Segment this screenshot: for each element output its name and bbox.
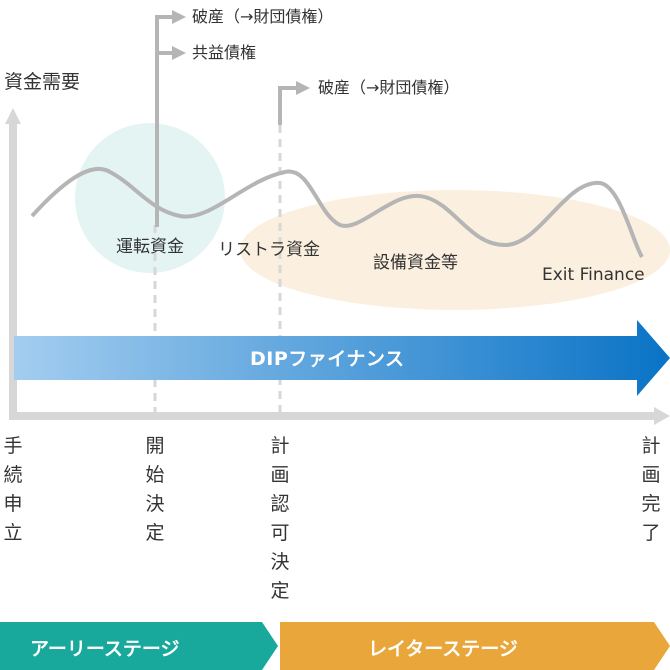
- milestone-filing: 手続申立: [3, 435, 23, 544]
- equipment-funds-label: 設備資金等: [373, 253, 458, 273]
- restructuring-ellipse: [240, 190, 670, 310]
- funding-demand-curve: [30, 166, 644, 259]
- bankruptcy-1-arrowhead: [172, 10, 186, 24]
- y-axis-title: 資金需要: [4, 71, 81, 93]
- bankruptcy-label-2: 破産（→財団債権）: [318, 78, 460, 97]
- dip-finance-arrow: [14, 320, 670, 396]
- x-axis-arrowhead: [654, 407, 670, 425]
- y-axis-line: [9, 122, 17, 420]
- common-benefit-label: 共益債権: [192, 43, 257, 62]
- bankruptcy-2-connector: [278, 86, 296, 125]
- bankruptcy-1-connector: [155, 15, 172, 227]
- late-stage-label: レイターステージ: [368, 638, 518, 660]
- milestone-plan-approval: 計画認可決定: [270, 435, 290, 602]
- early-stage-bar: [0, 622, 278, 670]
- x-axis-line: [9, 412, 657, 420]
- bankruptcy-label-1: 破産（→財団債権）: [192, 7, 334, 26]
- late-stage-bar: [280, 622, 670, 670]
- operating-funds-circle: [75, 123, 225, 273]
- milestone-start-decision: 開始決定: [145, 435, 165, 544]
- exit-finance-label: Exit Finance: [542, 265, 645, 285]
- dip-finance-label: DIPファイナンス: [250, 348, 405, 370]
- common-benefit-arrowhead: [172, 46, 186, 60]
- y-axis-arrowhead: [5, 108, 21, 124]
- bankruptcy-2-arrowhead: [296, 81, 310, 95]
- early-stage-label: アーリーステージ: [30, 638, 180, 660]
- operating-funds-label: 運転資金: [116, 237, 184, 257]
- milestone-plan-completion: 計画完了: [641, 435, 661, 544]
- restructuring-funds-label: リストラ資金: [218, 240, 320, 260]
